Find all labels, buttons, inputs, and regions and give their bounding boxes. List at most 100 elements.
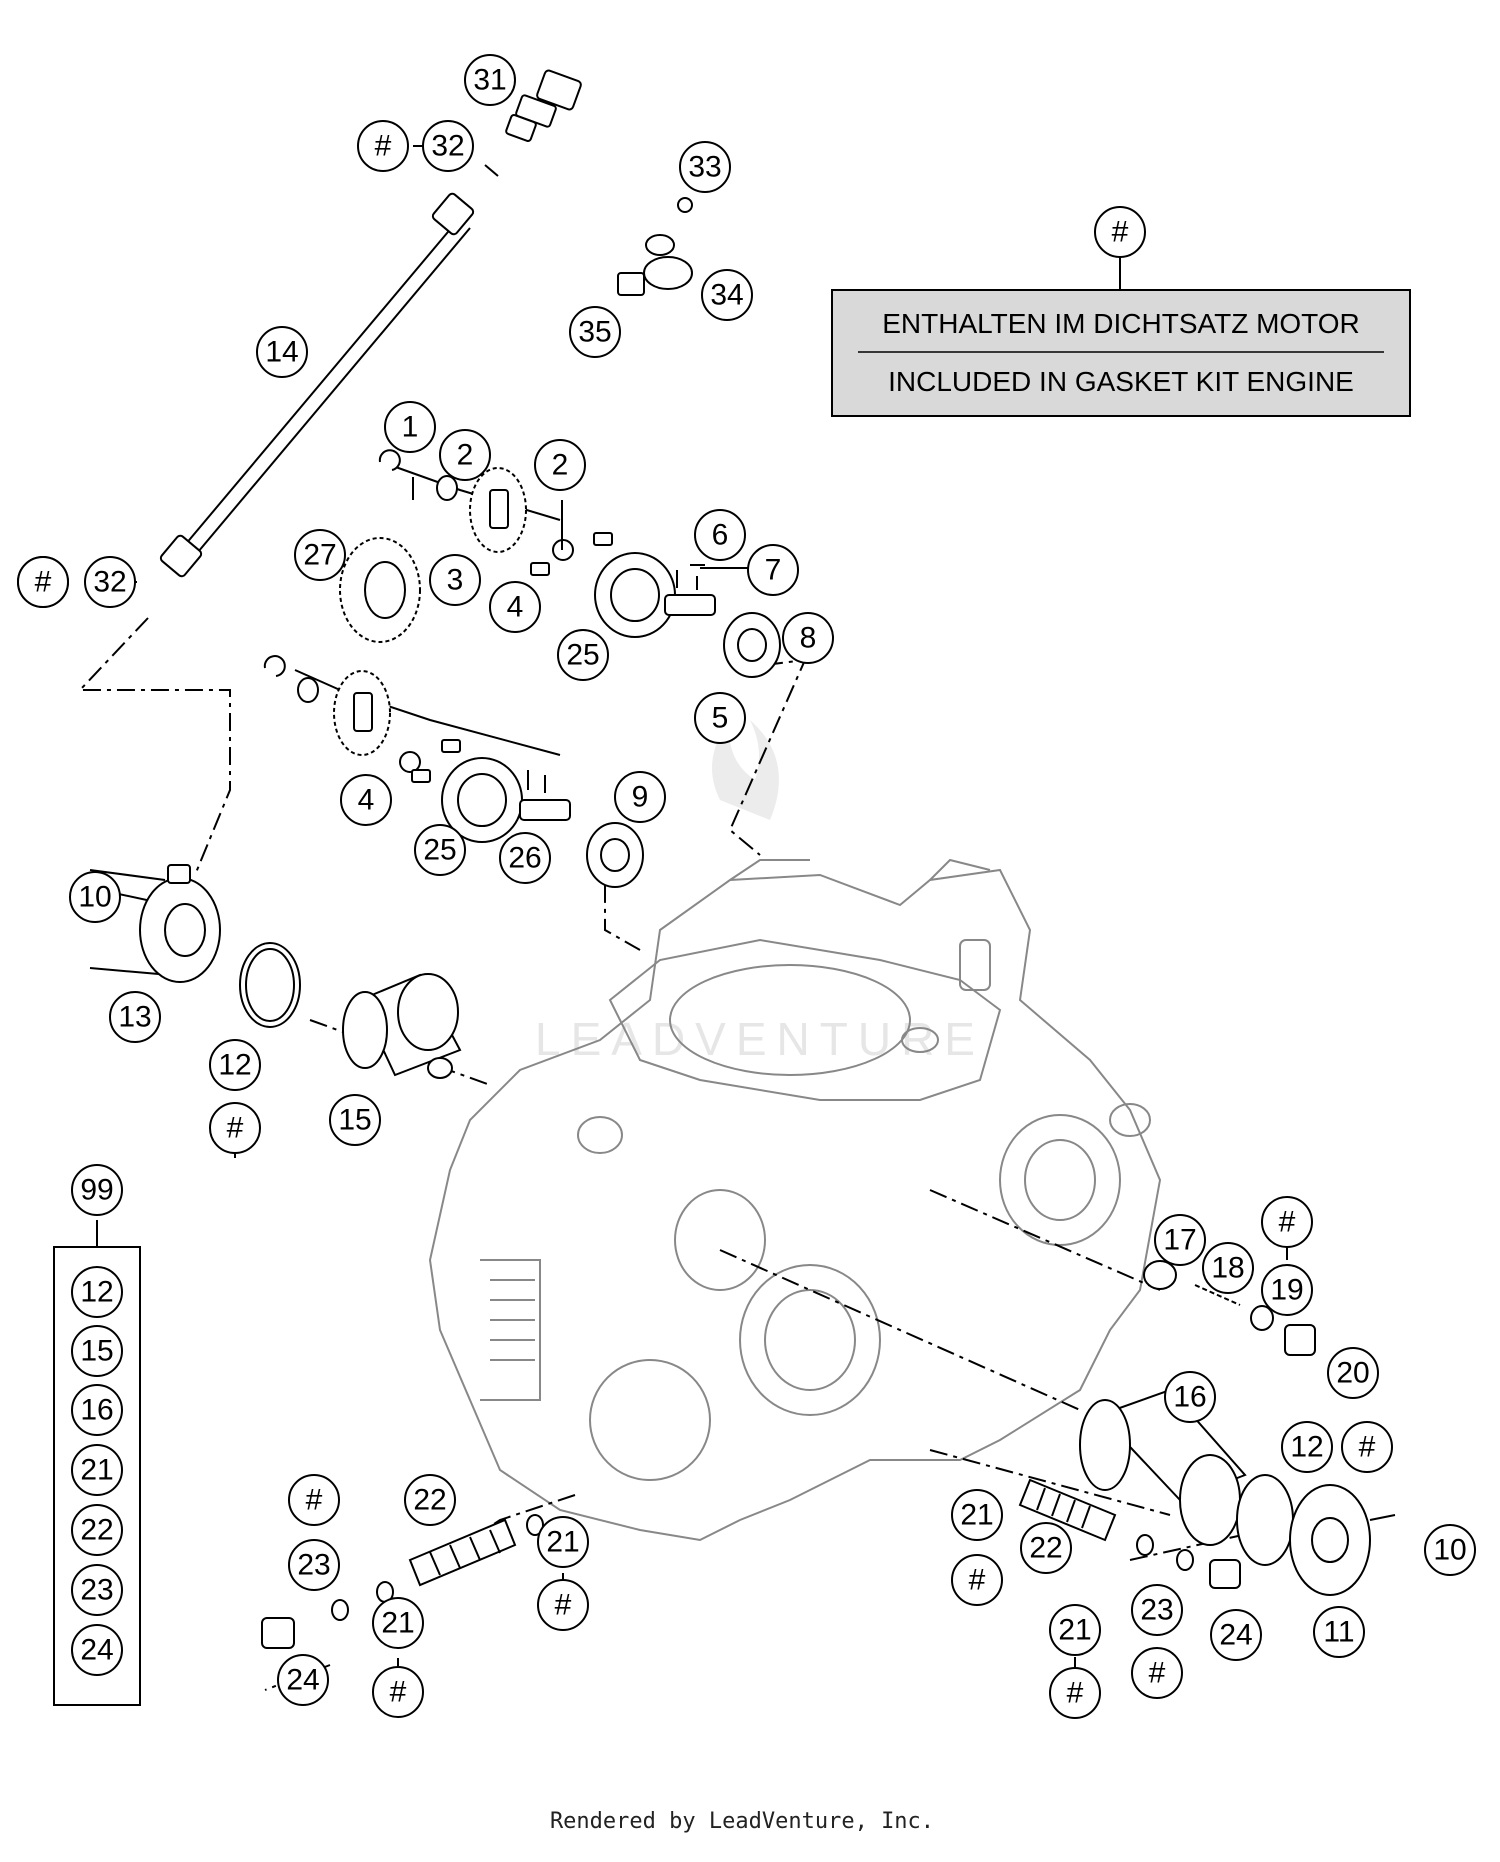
part-callout-19: 19	[1261, 1264, 1313, 1316]
callout-circle	[747, 544, 799, 596]
part-callout-22: 22	[404, 1474, 456, 1526]
part-callout-21: 21	[372, 1597, 424, 1649]
gasket-kit-marker: #	[951, 1554, 1003, 1606]
part-callout-21: 21	[537, 1516, 589, 1568]
part-callout-33: 33	[679, 141, 731, 193]
callout-circle	[372, 1597, 424, 1649]
part-callout-31: 31	[464, 54, 516, 106]
gasket-kit-marker: #	[1341, 1421, 1393, 1473]
callout-label: 6	[712, 519, 729, 552]
callout-circle	[1094, 206, 1146, 258]
part-callout-2: 2	[534, 439, 586, 491]
part-callout-12: 12	[1281, 1421, 1333, 1473]
callout-label: #	[969, 1564, 986, 1597]
callout-circle	[71, 1624, 123, 1676]
callout-circle	[614, 771, 666, 823]
callout-label: 21	[80, 1454, 113, 1487]
callout-label: 20	[1336, 1357, 1369, 1390]
part-callout-7: 7	[747, 544, 799, 596]
callout-label: 23	[1140, 1594, 1173, 1627]
callout-circle	[340, 774, 392, 826]
callout-label: #	[375, 130, 392, 163]
gasket-kit-marker: #	[372, 1666, 424, 1718]
callout-circle	[84, 556, 136, 608]
callout-label: #	[227, 1112, 244, 1145]
part-callout-13: 13	[109, 991, 161, 1043]
callout-circle	[71, 1384, 123, 1436]
part-callout-21: 21	[951, 1489, 1003, 1541]
callout-circle	[679, 141, 731, 193]
gasket-kit-marker: #	[1094, 206, 1146, 258]
callout-label: 23	[297, 1549, 330, 1582]
callout-label: 7	[765, 554, 782, 587]
callout-circle	[1261, 1264, 1313, 1316]
callout-circle	[1327, 1347, 1379, 1399]
callout-circle	[17, 556, 69, 608]
callout-label: 3	[447, 564, 464, 597]
callout-label: 32	[93, 566, 126, 599]
callout-label: 15	[80, 1335, 113, 1368]
callout-circle	[109, 991, 161, 1043]
callout-label: 18	[1211, 1252, 1244, 1285]
part-callout-5: 5	[694, 692, 746, 744]
part-callout-11: 11	[1313, 1606, 1365, 1658]
callout-circle	[422, 120, 474, 172]
callout-circle	[429, 554, 481, 606]
callout-circle	[1131, 1584, 1183, 1636]
callout-circle	[489, 581, 541, 633]
callout-label: 21	[960, 1499, 993, 1532]
o-ring-12-inner	[245, 948, 295, 1022]
lower-oil-pump	[263, 655, 644, 888]
callout-label: 21	[1058, 1614, 1091, 1647]
gasket-kit-marker: #	[1049, 1667, 1101, 1719]
part-callout-14: 14	[256, 326, 308, 378]
callout-label: 12	[218, 1049, 251, 1082]
callout-circle	[209, 1039, 261, 1091]
callout-label: 34	[710, 279, 743, 312]
footer-credit: Rendered by LeadVenture, Inc.	[550, 1809, 934, 1834]
part-callout-34: 34	[701, 269, 753, 321]
callout-label: 24	[80, 1634, 113, 1667]
part-callout-17: 17	[1154, 1214, 1206, 1266]
callout-label: 25	[423, 834, 456, 867]
callout-label: 33	[688, 151, 721, 184]
part-callout-9: 9	[614, 771, 666, 823]
callout-circle	[1202, 1242, 1254, 1294]
callout-circle	[694, 509, 746, 561]
callout-label: #	[1359, 1431, 1376, 1464]
nut-35	[617, 272, 645, 296]
callout-label: 14	[265, 336, 298, 369]
callout-circle	[537, 1516, 589, 1568]
callout-circle	[384, 401, 436, 453]
part-callout-12: 12	[209, 1039, 261, 1091]
callout-label: 4	[507, 591, 524, 624]
callout-circle	[256, 326, 308, 378]
o-ring-12-right	[1236, 1474, 1294, 1566]
callout-circle	[209, 1102, 261, 1154]
part-callout-25: 25	[414, 824, 466, 876]
note-line-2: INCLUDED IN GASKET KIT ENGINE	[888, 366, 1354, 397]
oil-filter-16	[1079, 1388, 1247, 1546]
callout-label: #	[390, 1676, 407, 1709]
callout-label: 26	[508, 842, 541, 875]
callout-label: 24	[286, 1664, 319, 1697]
part-callout-16: 16	[71, 1384, 123, 1436]
callout-label: 8	[800, 622, 817, 655]
callout-circle	[69, 871, 121, 923]
gasket-kit-marker: #	[17, 556, 69, 608]
callout-circle	[1049, 1604, 1101, 1656]
o-ring-top	[484, 164, 499, 177]
callout-circle	[404, 1474, 456, 1526]
callout-label: 27	[303, 539, 336, 572]
gasket-kit-marker: #	[357, 120, 409, 172]
gear-27	[339, 537, 421, 643]
callout-label: 1	[402, 411, 419, 444]
callout-circle	[1341, 1421, 1393, 1473]
part-callout-26: 26	[499, 832, 551, 884]
part-callout-16: 16	[1164, 1371, 1216, 1423]
callout-label: 31	[473, 64, 506, 97]
part-callout-23: 23	[288, 1539, 340, 1591]
callout-label: 12	[1290, 1431, 1323, 1464]
callout-circle	[357, 120, 409, 172]
callout-circle	[71, 1325, 123, 1377]
